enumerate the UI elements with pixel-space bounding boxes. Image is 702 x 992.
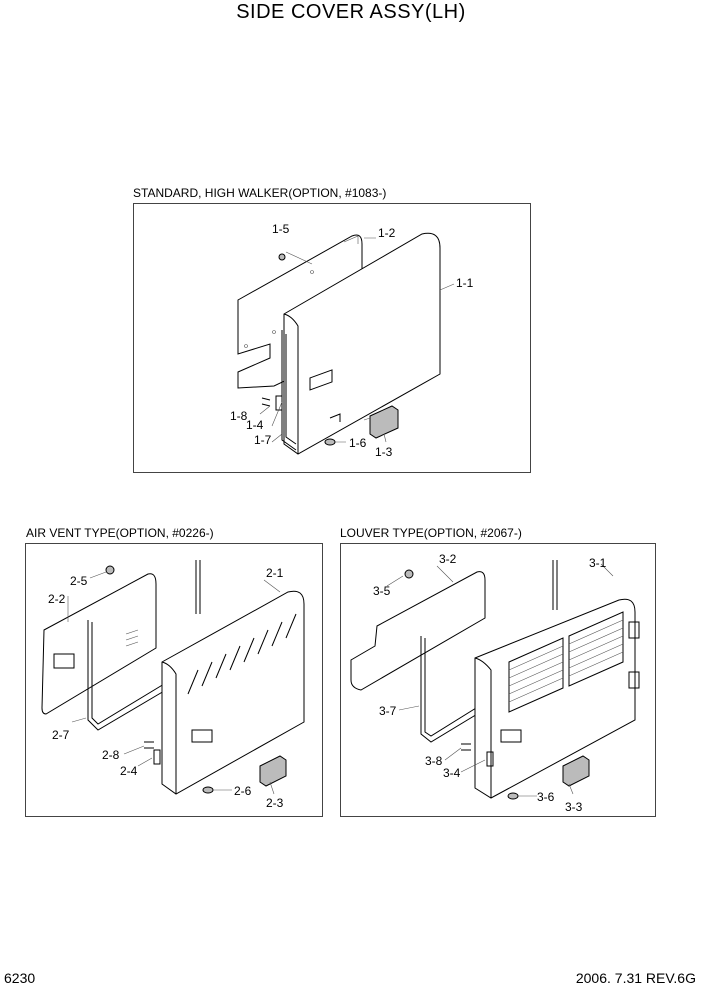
label-2-3: 2-3 [266,796,284,810]
label-1-8: 1-8 [230,409,248,423]
panel-2-drawing [41,560,305,795]
label-2-1: 2-1 [266,566,284,580]
panel-2-caption: AIR VENT TYPE(OPTION, #0226-) [26,526,214,540]
label-2-4: 2-4 [120,764,138,778]
label-1-7: 1-7 [254,433,272,447]
label-1-6: 1-6 [349,436,367,450]
label-2-5: 2-5 [70,574,88,588]
label-1-4: 1-4 [246,418,264,432]
label-3-1: 3-1 [589,556,607,570]
panel-3-drawing [350,560,640,800]
label-2-7: 2-7 [52,728,70,742]
panel-3-caption: LOUVER TYPE(OPTION, #2067-) [340,526,522,540]
label-3-2: 3-2 [439,552,457,566]
label-1-1: 1-1 [456,276,474,290]
label-3-8: 3-8 [425,754,443,768]
label-2-2: 2-2 [48,592,66,606]
revision-date: 2006. 7.31 REV.6G [575,970,696,986]
label-3-5: 3-5 [373,584,391,598]
label-3-3: 3-3 [565,800,583,814]
page-number: 6230 [4,970,36,986]
label-2-6: 2-6 [234,784,252,798]
label-2-8: 2-8 [102,748,120,762]
panel-1-standard-high-walker: 1-5 1-2 1-1 1-8 1-4 1-7 1-6 1-3 [133,203,531,473]
panel-2-air-vent-type: 2-5 2-2 2-1 2-7 2-8 2-4 2-6 2-3 [25,543,323,817]
label-3-7: 3-7 [379,704,397,718]
panel-1-caption: STANDARD, HIGH WALKER(OPTION, #1083-) [133,186,387,200]
panel-1-drawing [237,232,455,455]
label-1-3: 1-3 [375,445,393,459]
label-1-2: 1-2 [378,226,396,240]
label-3-6: 3-6 [537,790,555,804]
label-3-4: 3-4 [443,766,461,780]
page-title: SIDE COVER ASSY(LH) [236,1,466,23]
panel-3-louver-type: 3-2 3-1 3-5 3-7 3-8 3-4 3-6 3-3 [340,543,656,817]
label-1-5: 1-5 [272,222,290,236]
